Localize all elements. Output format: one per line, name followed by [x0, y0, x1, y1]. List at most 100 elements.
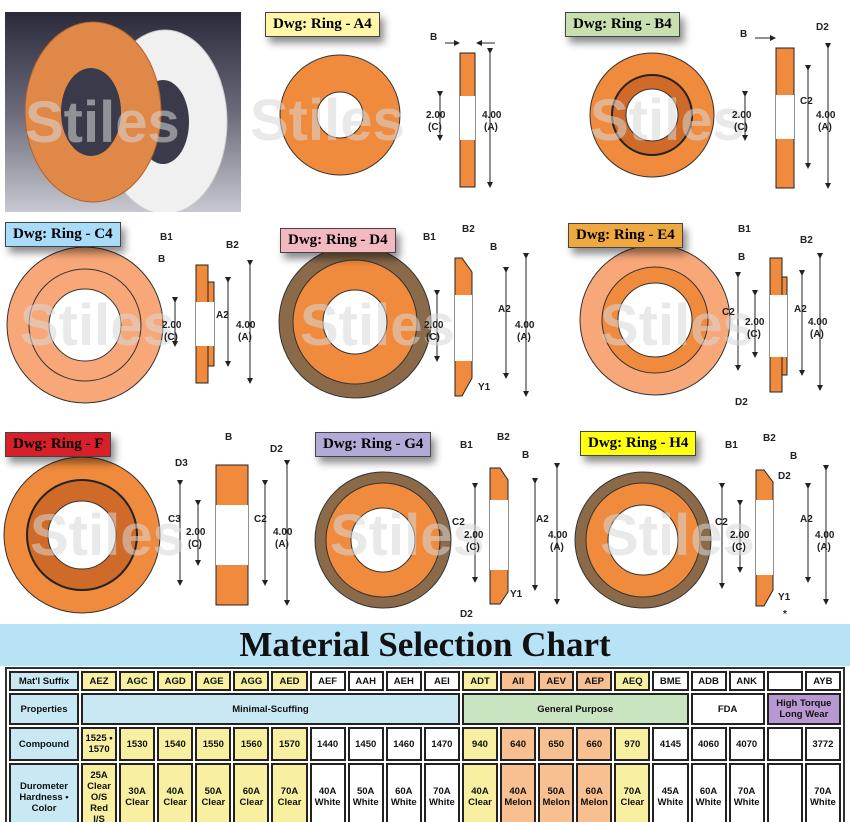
ring-a4-section — [437, 40, 495, 188]
dims-a4: B 2.00(C) 4.00(A) — [426, 32, 502, 133]
material-selection-table: Mat'l Suffix AEZ AGC AGD AGE AGG AED AEF… — [5, 667, 845, 822]
svg-text:A2: A2 — [800, 514, 813, 525]
watermark: Stiles — [330, 503, 485, 568]
svg-text:2.00: 2.00 — [162, 320, 182, 331]
svg-text:2.00: 2.00 — [464, 530, 484, 541]
suffix-cell: AII — [500, 671, 537, 691]
property-cell: General Purpose — [461, 693, 689, 725]
svg-text:B: B — [158, 254, 165, 265]
compound-cell: 1550 — [195, 727, 232, 761]
svg-text:2.00: 2.00 — [732, 110, 752, 121]
suffix-cell: AEI — [423, 671, 460, 691]
svg-text:(C): (C) — [164, 332, 178, 343]
compound-cell: 970 — [614, 727, 651, 761]
svg-text:D3: D3 — [175, 458, 188, 469]
watermark: Stiles — [600, 503, 755, 568]
compound-cell: 1450 — [347, 727, 384, 761]
svg-text:B2: B2 — [763, 433, 776, 444]
suffix-cell: AGG — [233, 671, 270, 691]
dims-b4: BD2 2.00(C) C2 4.00(A) — [732, 22, 836, 133]
svg-text:B1: B1 — [725, 440, 738, 451]
compound-cell: 1460 — [385, 727, 422, 761]
svg-text:C2: C2 — [722, 307, 735, 318]
chart-title-band: Material Selection Chart — [0, 624, 850, 666]
watermark: Stiles — [25, 90, 180, 155]
table-row-compound: Compound 1525 • 1570 1530 1540 1550 1560… — [9, 727, 841, 761]
hardness-cell: 45A White — [652, 763, 689, 822]
ring-a4-front-view — [279, 54, 401, 176]
svg-text:(C): (C) — [732, 542, 746, 553]
compound-cell: 4145 — [652, 727, 689, 761]
compound-cell: 1470 — [423, 727, 460, 761]
suffix-cell: AEH — [385, 671, 422, 691]
hardness-cell: 40A Clear — [157, 763, 194, 822]
suffix-cell: AEP — [576, 671, 613, 691]
suffix-cell: AEQ — [614, 671, 651, 691]
watermark: Stiles — [250, 88, 405, 153]
hardness-cell: 50A White — [347, 763, 384, 822]
svg-text:(C): (C) — [188, 539, 202, 550]
hardness-cell: 60A White — [690, 763, 727, 822]
table-row-hardness: Durometer Hardness • Color 25A Clear O/S… — [9, 763, 841, 822]
ring-f-section — [177, 460, 290, 606]
svg-text:C2: C2 — [254, 514, 267, 525]
svg-text:B: B — [522, 450, 529, 461]
hardness-cell: 40A Clear — [461, 763, 499, 822]
hardness-cell — [766, 763, 803, 822]
svg-text:2.00: 2.00 — [745, 317, 765, 328]
svg-text:(C): (C) — [734, 122, 748, 133]
svg-text:4.00: 4.00 — [515, 320, 535, 331]
svg-text:B: B — [490, 242, 497, 253]
svg-text:A2: A2 — [536, 514, 549, 525]
watermark: Stiles — [600, 293, 755, 358]
svg-text:C2: C2 — [800, 96, 813, 107]
row-header: Durometer Hardness • Color — [9, 763, 79, 822]
svg-text:B: B — [790, 451, 797, 462]
svg-text:B1: B1 — [738, 224, 751, 235]
svg-text:4.00: 4.00 — [482, 110, 502, 121]
svg-text:4.00: 4.00 — [273, 527, 293, 538]
svg-text:4.00: 4.00 — [808, 317, 828, 328]
svg-text:2.00: 2.00 — [426, 110, 446, 121]
svg-text:*: * — [783, 609, 787, 620]
compound-cell: 4060 — [690, 727, 727, 761]
compound-cell: 1525 • 1570 — [81, 727, 118, 761]
watermark: Stiles — [300, 293, 455, 358]
watermark: Stiles — [20, 293, 175, 358]
svg-text:4.00: 4.00 — [236, 320, 256, 331]
svg-text:(A): (A) — [810, 329, 824, 340]
svg-text:B: B — [430, 32, 437, 43]
drawing-label-b4: Dwg: Ring - B4 — [565, 12, 680, 37]
ring-g4-front-view — [314, 471, 452, 609]
svg-text:(C): (C) — [428, 122, 442, 133]
svg-text:D2: D2 — [460, 609, 473, 620]
product-photo: Stiles — [5, 12, 241, 212]
compound-cell — [766, 727, 803, 761]
compound-cell: 940 — [461, 727, 499, 761]
suffix-cell: AGC — [119, 671, 156, 691]
suffix-cell: AGD — [157, 671, 194, 691]
ring-d4-section — [434, 253, 529, 397]
row-header: Mat'l Suffix — [9, 671, 79, 691]
compound-cell: 640 — [500, 727, 537, 761]
svg-text:2.00: 2.00 — [730, 530, 750, 541]
compound-cell: 1540 — [157, 727, 194, 761]
hardness-cell: 60A Clear — [233, 763, 270, 822]
property-cell: Minimal-Scuffing — [81, 693, 460, 725]
suffix-cell: BME — [652, 671, 689, 691]
hardness-cell: 25A Clear O/S Red I/S — [81, 763, 118, 822]
ring-b4-section — [742, 35, 831, 189]
svg-text:4.00: 4.00 — [816, 110, 836, 121]
hardness-cell: 70A Clear — [271, 763, 308, 822]
chart-title: Material Selection Chart — [239, 625, 611, 664]
hardness-cell: 30A Clear — [119, 763, 156, 822]
suffix-cell: AEZ — [81, 671, 118, 691]
drawing-label-a4: Dwg: Ring - A4 — [265, 12, 380, 37]
hardness-cell: 50A Clear — [195, 763, 232, 822]
